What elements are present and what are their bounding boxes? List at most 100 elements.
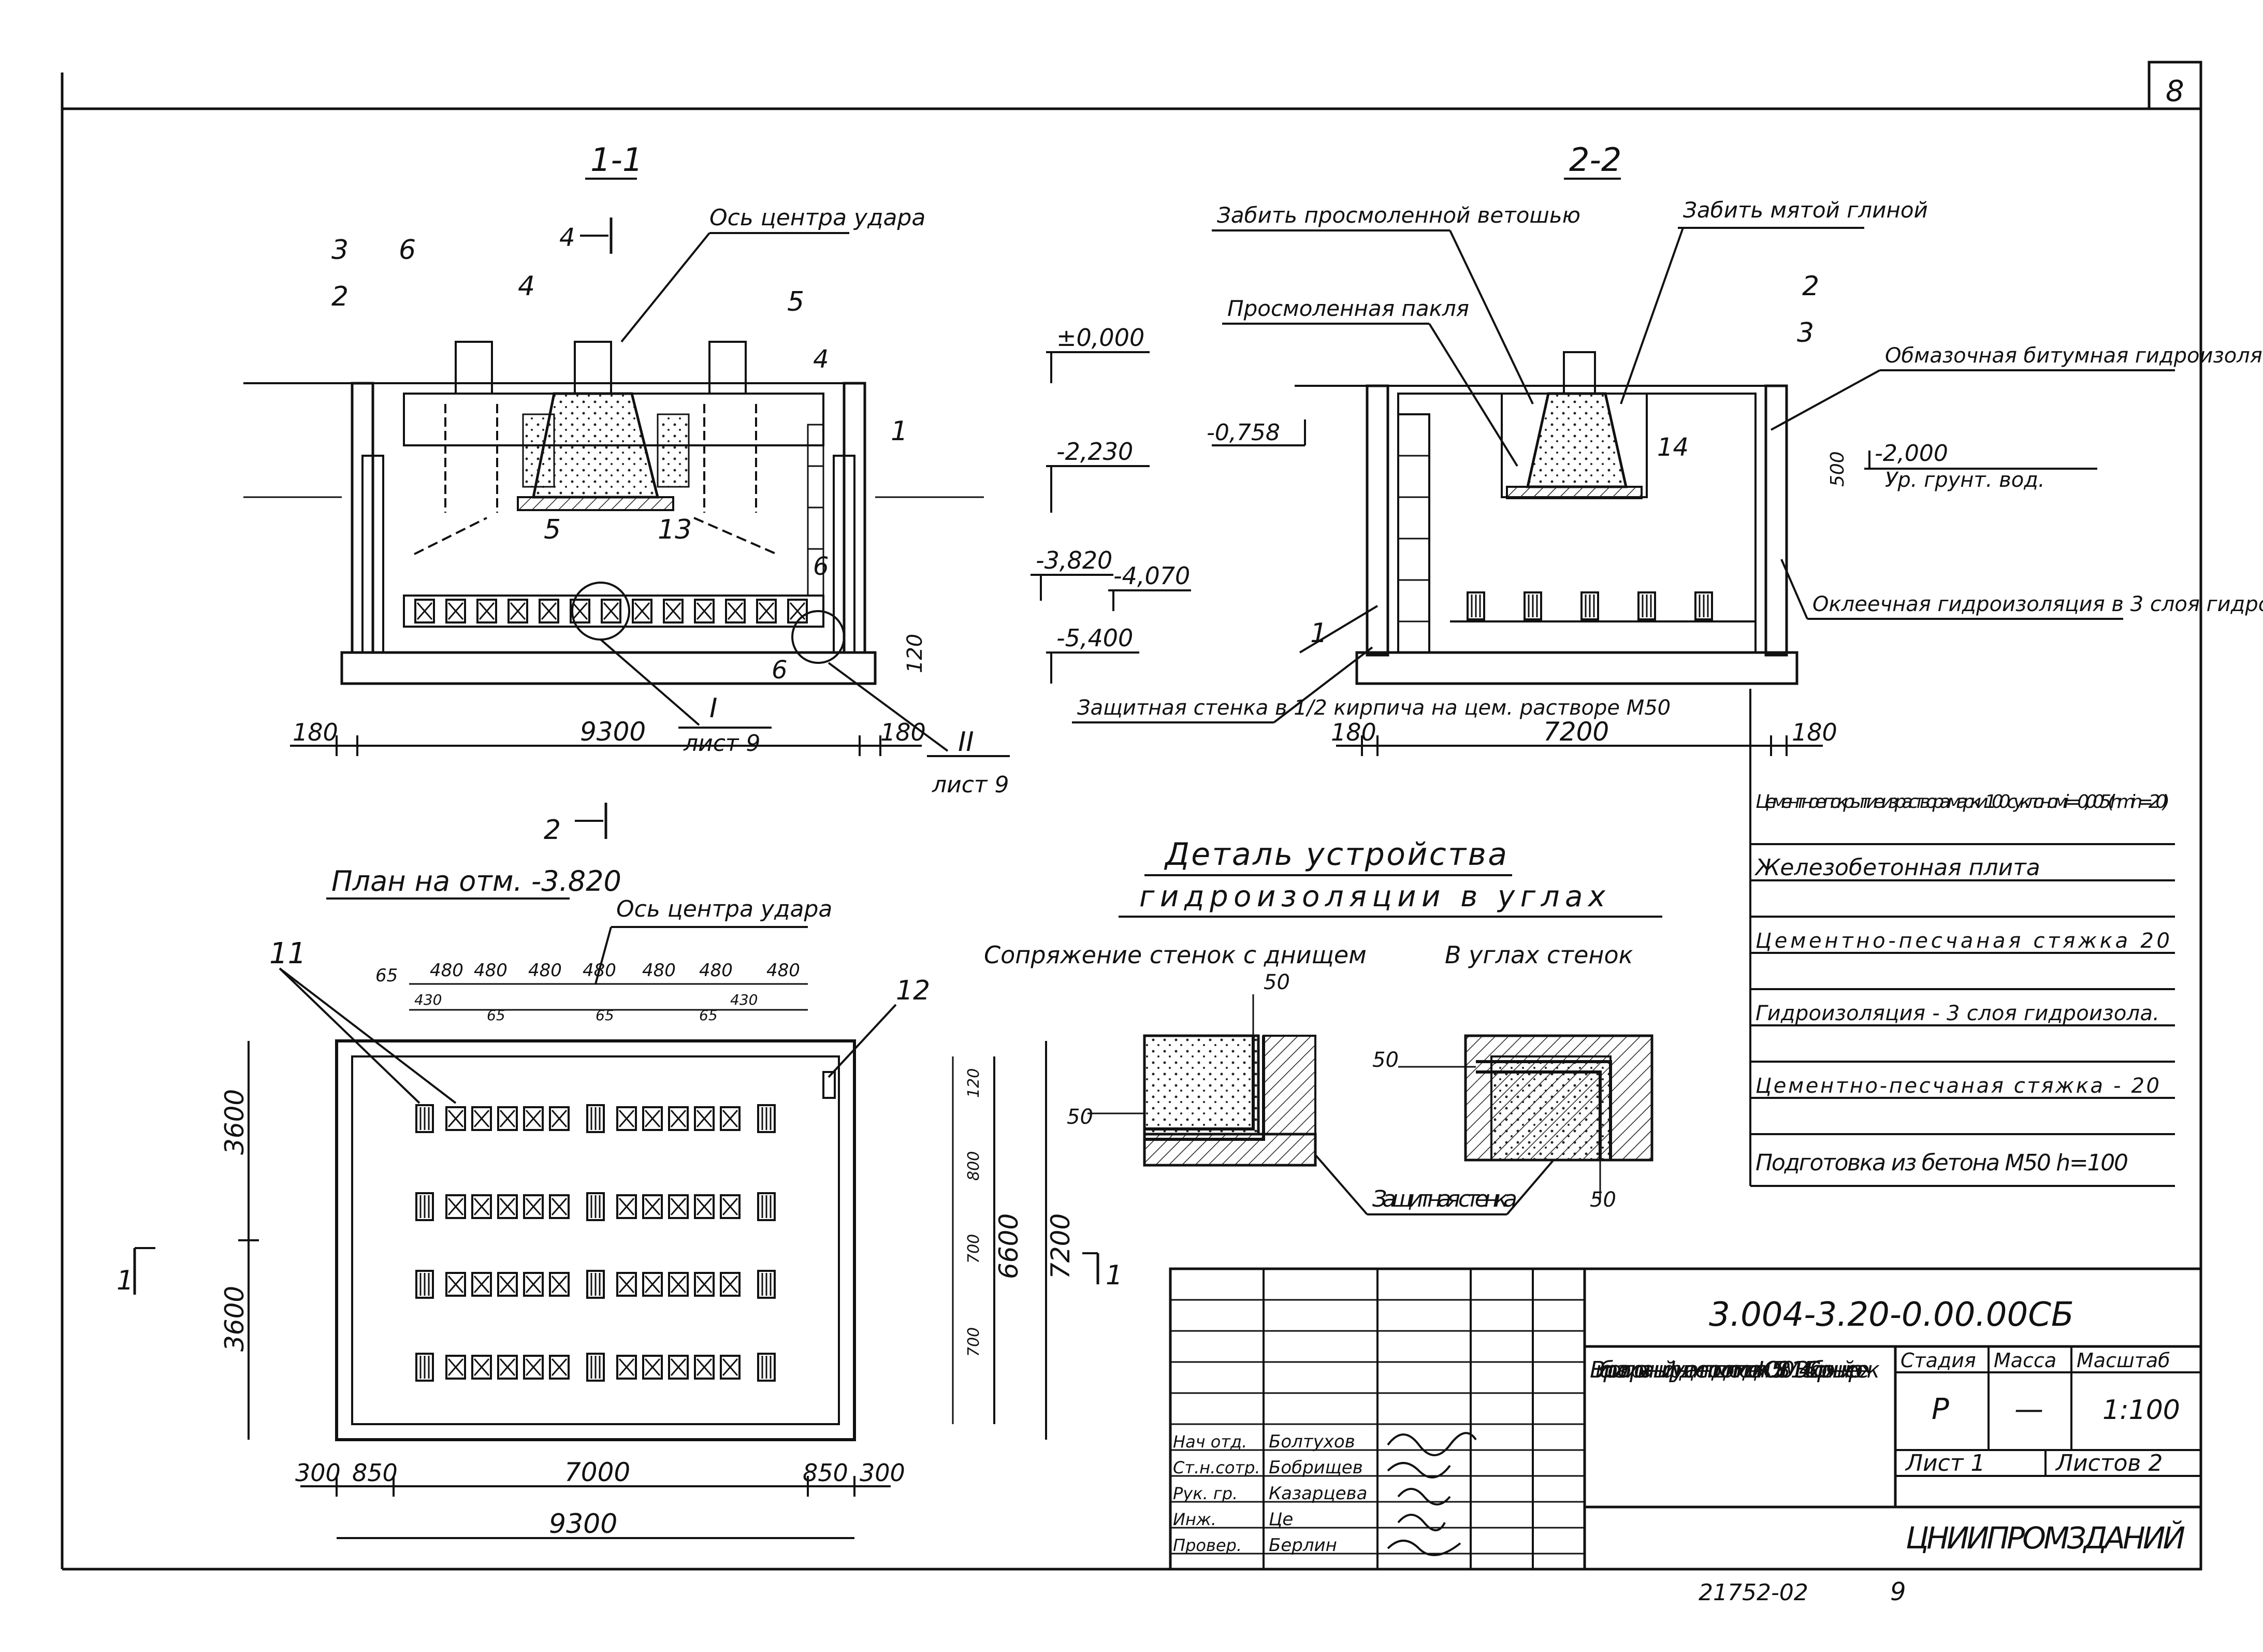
plan-section-mark-right: 1: [1106, 1260, 1123, 1291]
sig-role-3: Рук. гр.: [1173, 1484, 1238, 1503]
node-II-sheet: лист 9: [932, 772, 1009, 798]
layer-6: Подготовка из бетона М50 h=100: [1756, 1150, 2128, 1176]
col-scale: Масштаб: [2077, 1349, 2170, 1372]
plan-dim-7200: 7200: [1046, 1213, 1076, 1279]
dim-180-left: 180: [293, 718, 338, 746]
callout-12: 12: [896, 975, 930, 1006]
callout-1: 1: [891, 416, 908, 447]
plan-dim-65-b: 65: [487, 1007, 505, 1024]
plan-dim-65-d: 65: [699, 1007, 718, 1024]
sig-name-4: Це: [1269, 1509, 1293, 1530]
plan-dim-480-c: 480: [528, 960, 562, 981]
section-1-1: 1-1: [243, 141, 1191, 798]
sheet-number: 8: [2166, 75, 2184, 108]
layer-2: Железобетонная плита: [1754, 854, 2040, 881]
footer-page: 9: [1890, 1577, 1906, 1606]
plan-dim-9300: 9300: [549, 1509, 617, 1540]
plan-impact-axis: Ось центра удара: [616, 896, 832, 922]
col-mass: Масса: [1994, 1349, 2056, 1372]
stage-value: Р: [1932, 1393, 1949, 1426]
level-5400: -5,400: [1056, 624, 1133, 652]
plan-dim-300-r: 300: [860, 1459, 905, 1487]
scale-value: 1:100: [2102, 1395, 2180, 1426]
sig-role-4: Инж.: [1173, 1510, 1216, 1529]
level-2000: -2,000: [1875, 440, 1948, 467]
plan-section-mark-left: 1: [117, 1265, 134, 1296]
plan-dim-inner-d: 700: [965, 1327, 983, 1357]
layer-1: Цементное покрытие из раствора марки 100…: [1756, 791, 2170, 813]
note-oakum: Забить просмоленной ветошью: [1217, 202, 1580, 228]
impact-axis-label-1-1: Ось центра удара: [709, 205, 925, 231]
detail-dim-50-b: 50: [1067, 1105, 1093, 1129]
org-name: ЦНИИПРОМЗДАНИЙ: [1906, 1520, 2185, 1556]
mass-value: —: [2014, 1393, 2043, 1426]
sig-role-5: Провер.: [1173, 1535, 1242, 1555]
detail: Деталь устройства гидроизоляции в углах …: [984, 836, 1662, 1215]
plan: План на отм. -3.820 Ось центра удара 2: [117, 803, 1123, 1540]
plan-dim-480-e: 480: [642, 960, 676, 981]
note-wall: Защитная стенка в 1/2 кирпича на цем. ра…: [1077, 696, 1671, 720]
node-II: II: [958, 727, 974, 758]
sheets-value: Листов 2: [2055, 1450, 2163, 1476]
groundwater-label: Ур. грунт. вод.: [1885, 468, 2045, 492]
sig-role-2: Ст.н.сотр.: [1173, 1458, 1260, 1477]
dim-9300: 9300: [580, 717, 646, 747]
callout-4: 4: [518, 271, 535, 302]
callout-4-right: 4: [813, 345, 829, 374]
doc-code: 3.004-3.20-0.00.00СБ: [1709, 1296, 2074, 1334]
plan-dim-inner-c: 700: [965, 1234, 983, 1264]
plan-dim-6600: 6600: [994, 1213, 1024, 1279]
sheet-value: Лист 1: [1905, 1450, 1985, 1476]
detail-title-2: гидроизоляции в углах: [1139, 880, 1606, 914]
sheet-frame: [61, 61, 2202, 1571]
callout-5-inner: 5: [544, 514, 561, 545]
section-2-2: 2-2 Забить просмоленной ветошью: [1072, 141, 2263, 756]
callout-5-top: 5: [787, 286, 804, 317]
cut-mark-2-top: 4: [559, 223, 575, 252]
plan-dim-3600-a: 3600: [220, 1089, 250, 1155]
dim-180-right: 180: [880, 718, 926, 746]
plan-dim-480-d: 480: [583, 960, 616, 981]
callout-11: 11: [269, 937, 306, 970]
callout-6-right: 6: [813, 552, 829, 581]
detail-dim-50-d: 50: [1590, 1188, 1616, 1212]
dim-7200: 7200: [1543, 717, 1609, 747]
level-0: ±0,000: [1056, 324, 1144, 352]
level-3820: -3,820: [1036, 546, 1112, 574]
level-758: -0,758: [1207, 419, 1280, 446]
doc-name: Виброизолированный фундамент под молот м…: [1590, 1357, 1880, 1383]
plan-dim-65-c: 65: [596, 1007, 614, 1024]
sig-name-2: Бобрищев: [1269, 1457, 1363, 1478]
detail-sub-1: Сопряжение стенок с днищем: [984, 941, 1367, 969]
layer-4: Гидроизоляция - 3 слоя гидроизола.: [1756, 1002, 2159, 1025]
plan-dim-850-l: 850: [352, 1459, 398, 1487]
dim-120: 120: [903, 634, 927, 673]
level-marks-1-1: ±0,000 -2,230 -3,820 -4,070 -5,400: [1031, 324, 1191, 684]
pad-row-1-1: [414, 599, 808, 624]
sig-role-1: Нач отд.: [1173, 1432, 1247, 1452]
dim-500: 500: [1827, 451, 1848, 487]
note-clay: Забить мятой глиной: [1683, 197, 1928, 223]
plan-dim-65-a: 65: [375, 965, 398, 986]
detail-wall-label: Защитная стенка: [1372, 1186, 1517, 1212]
plan-title: План на отм. -3.820: [331, 865, 621, 897]
plan-dim-7000: 7000: [564, 1457, 630, 1487]
callout-6-bottom: 6: [772, 656, 788, 685]
node-I: I: [709, 693, 717, 724]
sig-name-5: Берлин: [1269, 1535, 1337, 1556]
plan-dim-850-r: 850: [803, 1459, 848, 1487]
sig-name-1: Болтухов: [1269, 1431, 1355, 1452]
detail-sub-2: В углах стенок: [1445, 941, 1633, 969]
plan-dim-480-b: 480: [474, 960, 507, 981]
plan-dim-480-a: 480: [430, 960, 463, 981]
plan-cut-mark: 2: [544, 815, 561, 846]
layer-5: Цементно-песчаная стяжка - 20: [1756, 1074, 2159, 1098]
detail-dim-50-c: 50: [1372, 1048, 1399, 1072]
node-I-sheet: лист 9: [683, 730, 761, 757]
layer-3: Цементно-песчаная стяжка 20: [1756, 929, 2170, 953]
plan-rows: [415, 1104, 776, 1382]
plan-dim-3600-b: 3600: [220, 1286, 250, 1352]
detail-title-1: Деталь устройства: [1164, 836, 1507, 873]
detail-dim-50-a: 50: [1264, 970, 1290, 994]
col-stage: Стадия: [1901, 1349, 1976, 1372]
